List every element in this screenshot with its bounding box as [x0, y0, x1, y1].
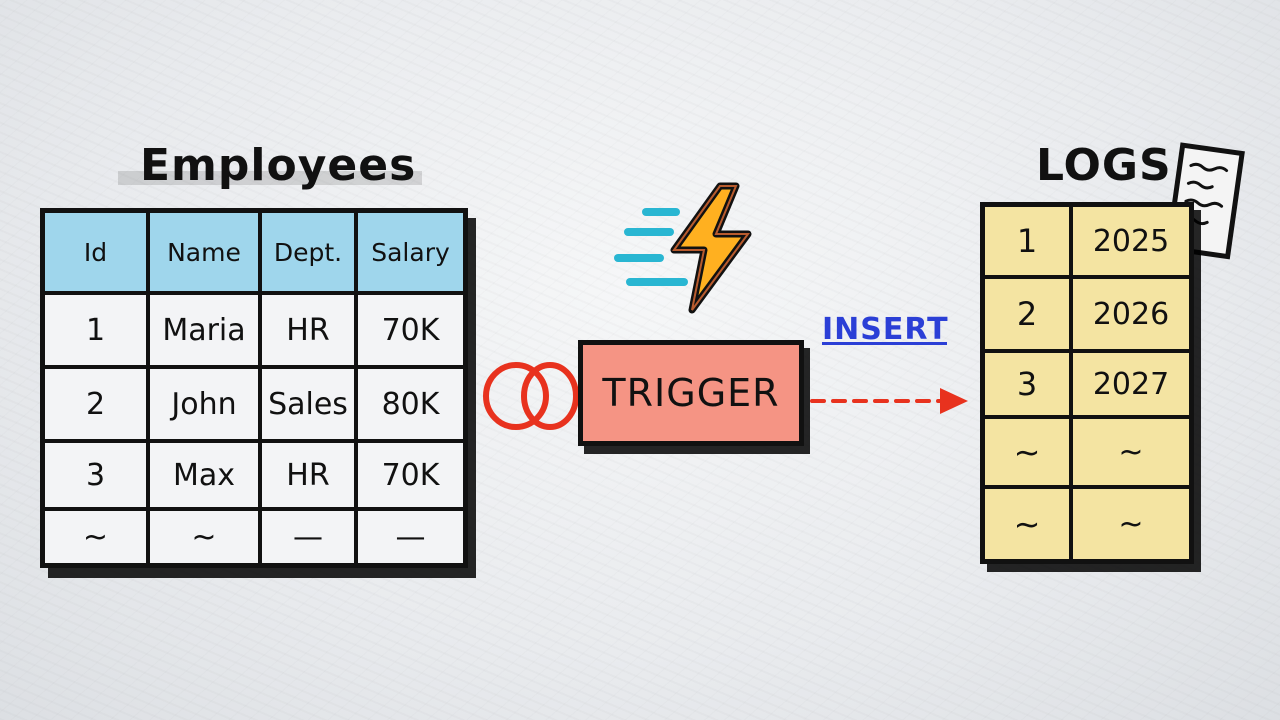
logs-cell-year: 2025 — [1073, 207, 1189, 279]
logs-cell-id: 3 — [985, 353, 1073, 419]
table-cell: 70K — [358, 443, 463, 511]
insert-label: INSERT — [822, 312, 949, 347]
logs-cell-year: 2026 — [1073, 279, 1189, 353]
table-cell: John — [150, 369, 262, 443]
logs-cell-id: 1 — [985, 207, 1073, 279]
linked-rings-icon — [483, 362, 579, 430]
table-cell: 1 — [45, 295, 150, 369]
trigger-box: TRIGGER — [578, 340, 804, 446]
table-cell: 2 — [45, 369, 150, 443]
table-cell: ~ — [150, 511, 262, 563]
lightning-bolt-icon — [614, 182, 752, 314]
table-cell: Maria — [150, 295, 262, 369]
logs-title: LOGS — [1036, 140, 1172, 191]
table-cell: — — [262, 511, 358, 563]
table-cell: — — [395, 519, 426, 555]
logs-cell-year: ~ — [1118, 506, 1144, 542]
table-cell: ~ — [45, 511, 150, 563]
header-cell-id: Id — [45, 213, 150, 295]
table-cell: HR — [262, 295, 358, 369]
logs-cell-year: ~ — [1073, 419, 1189, 489]
table-cell: Sales — [262, 369, 358, 443]
dashed-arrow-icon — [810, 388, 968, 414]
employees-title: Employees — [117, 140, 423, 191]
header-cell-salary: Salary — [358, 213, 463, 295]
header-cell-name: Name — [150, 213, 262, 295]
table-cell: HR — [262, 443, 358, 511]
table-cell: 70K — [358, 295, 463, 369]
logs-cell-id: ~ — [985, 419, 1073, 489]
logs-table: 1 2025 2 2026 3 2027 ~ ~ ~ ~ — [980, 202, 1194, 564]
logs-cell-id: ~ — [985, 489, 1073, 559]
table-cell: 80K — [358, 369, 463, 443]
table-cell: 3 — [45, 443, 150, 511]
header-cell-dept: Dept. — [262, 213, 358, 295]
employees-table: Id Name Dept. Salary 1 Maria HR 70K 2 Jo… — [40, 208, 468, 568]
logs-cell-year: 2027 — [1073, 353, 1189, 419]
table-cell: Max — [150, 443, 262, 511]
logs-cell-id: 2 — [985, 279, 1073, 353]
